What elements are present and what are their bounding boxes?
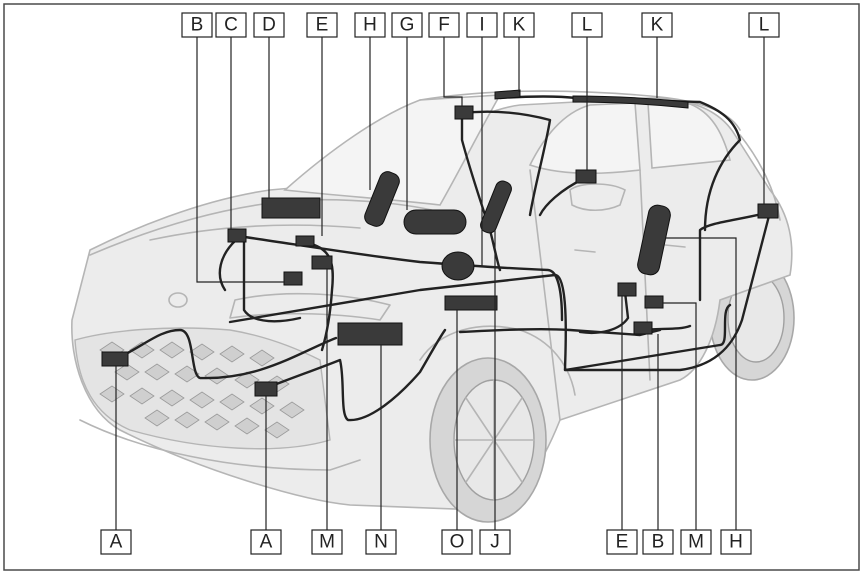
component-e-rear	[618, 283, 636, 296]
component-f	[455, 106, 473, 119]
label-b-top: B	[191, 15, 204, 36]
component-m-front	[312, 256, 332, 269]
label-h-top: H	[363, 15, 377, 36]
label-h-bottom: H	[729, 532, 743, 553]
component-l-rear	[758, 204, 778, 218]
label-n-bottom: N	[374, 532, 388, 553]
label-m-bottom-1: M	[319, 532, 335, 553]
component-c	[228, 229, 246, 242]
label-f-top: F	[438, 15, 450, 36]
label-k-top-1: K	[513, 15, 526, 36]
component-b-front	[284, 272, 302, 285]
label-l-top-1: L	[582, 15, 593, 36]
label-a-bottom-2: A	[260, 532, 273, 553]
component-m-rear	[645, 296, 663, 308]
label-a-bottom-1: A	[110, 532, 123, 553]
component-a-right	[255, 382, 277, 396]
label-e-top: E	[316, 15, 329, 36]
component-d	[262, 198, 320, 218]
component-e-front	[296, 236, 314, 246]
component-a-left	[102, 352, 128, 366]
label-d-top: D	[262, 15, 276, 36]
component-n	[338, 323, 402, 345]
label-m-bottom-2: M	[688, 532, 704, 553]
car-illustration	[72, 91, 794, 522]
label-e-bottom: E	[616, 532, 629, 553]
labels-top: B C D E H G F I K L K L	[182, 13, 779, 37]
label-l-top-2: L	[759, 15, 770, 36]
component-b-rear	[634, 322, 652, 334]
label-c-top: C	[224, 15, 238, 36]
component-o	[445, 296, 497, 310]
component-l-front	[576, 170, 596, 183]
component-k-roof-front	[495, 90, 520, 99]
label-o-bottom: O	[450, 532, 465, 553]
label-g-top: G	[400, 15, 415, 36]
label-i-top: I	[479, 15, 484, 36]
component-g	[404, 210, 466, 234]
labels-bottom: A A M N O J E B M H	[101, 530, 751, 554]
label-k-top-2: K	[651, 15, 664, 36]
label-b-bottom: B	[652, 532, 665, 553]
label-j-bottom: J	[490, 532, 500, 553]
component-i	[442, 252, 474, 280]
